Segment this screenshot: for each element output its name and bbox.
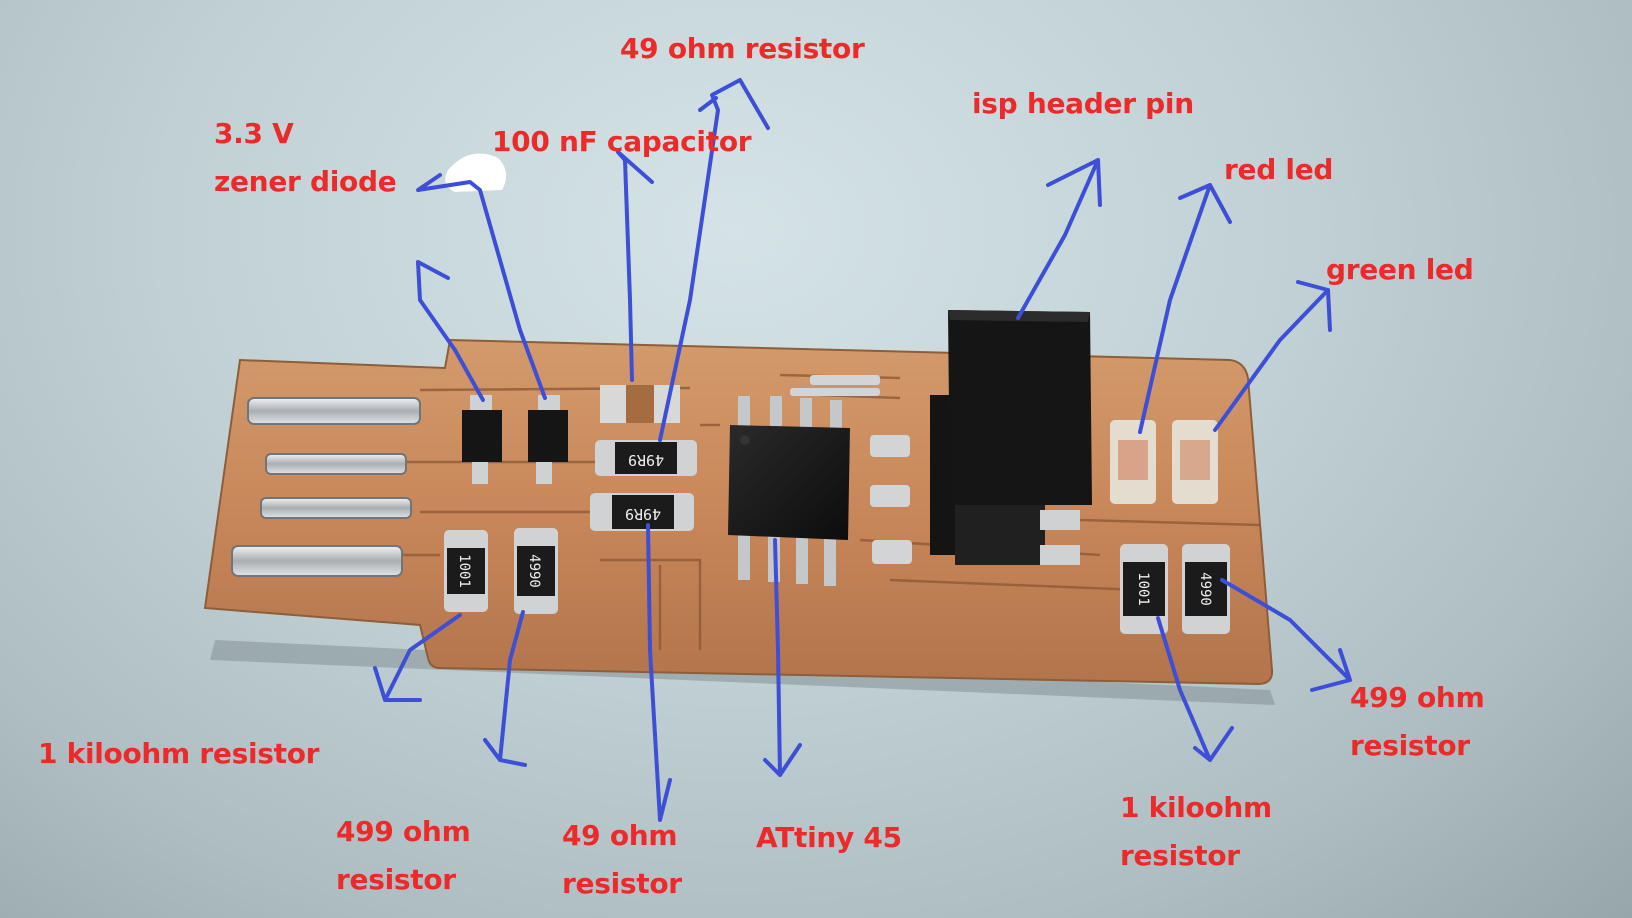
label-resistor-499-right-line1: 499 ohm <box>1350 681 1485 714</box>
annotation-arrows <box>373 78 1352 822</box>
resistor-499-left: 4990 <box>514 528 558 614</box>
led-red <box>1110 420 1156 504</box>
label-resistor-49-top: 49 ohm resistor <box>620 32 865 65</box>
label-attiny: ATtiny 45 <box>756 821 902 854</box>
usb-contacts <box>231 397 421 577</box>
resistor-49-a: 49R9 <box>595 440 697 476</box>
resistor-49-a-marking: 49R9 <box>628 451 664 469</box>
label-zener-diode: 3.3 V zener diode <box>214 110 397 206</box>
resistor-1k-right-marking: 1001 <box>1135 572 1151 606</box>
label-resistor-49-bottom: 49 ohm resistor <box>562 812 682 908</box>
resistor-1k-right: 1001 <box>1120 544 1168 634</box>
resistor-499-right: 4990 <box>1182 544 1230 634</box>
resistor-499-left-marking: 4990 <box>526 554 542 588</box>
label-resistor-499-left-line2: resistor <box>336 863 456 896</box>
resistor-1k-left: 1001 <box>444 530 488 612</box>
label-resistor-1k-right-line1: 1 kiloohm <box>1120 791 1272 824</box>
label-red-led: red led <box>1224 153 1334 186</box>
label-resistor-1k-right-line2: resistor <box>1120 839 1240 872</box>
isp-header <box>930 310 1092 565</box>
resistor-1k-left-marking: 1001 <box>456 554 472 588</box>
label-resistor-499-right-line2: resistor <box>1350 729 1470 762</box>
label-resistor-1k-left: 1 kiloohm resistor <box>38 737 320 770</box>
label-capacitor: 100 nF capacitor <box>492 125 752 158</box>
label-resistor-499-left-line1: 499 ohm <box>336 815 471 848</box>
chip-side-pads <box>790 375 912 564</box>
label-resistor-499-right: 499 ohm resistor <box>1350 674 1485 770</box>
label-resistor-1k-right: 1 kiloohm resistor <box>1120 784 1272 880</box>
resistor-499-right-marking: 4990 <box>1197 572 1213 606</box>
zener-diodes <box>462 395 568 484</box>
label-resistor-49-bottom-line1: 49 ohm <box>562 819 678 852</box>
label-isp-header: isp header pin <box>972 87 1194 120</box>
label-zener-name: zener diode <box>214 165 397 198</box>
label-green-led: green led <box>1326 253 1474 286</box>
resistor-49-b: 49R9 <box>590 493 694 531</box>
attiny45-chip <box>728 396 850 586</box>
resistor-49-b-marking: 49R9 <box>625 505 661 523</box>
label-zener-voltage: 3.3 V <box>214 117 294 150</box>
label-resistor-499-left: 499 ohm resistor <box>336 808 471 904</box>
led-green <box>1172 420 1218 504</box>
label-resistor-49-bottom-line2: resistor <box>562 867 682 900</box>
